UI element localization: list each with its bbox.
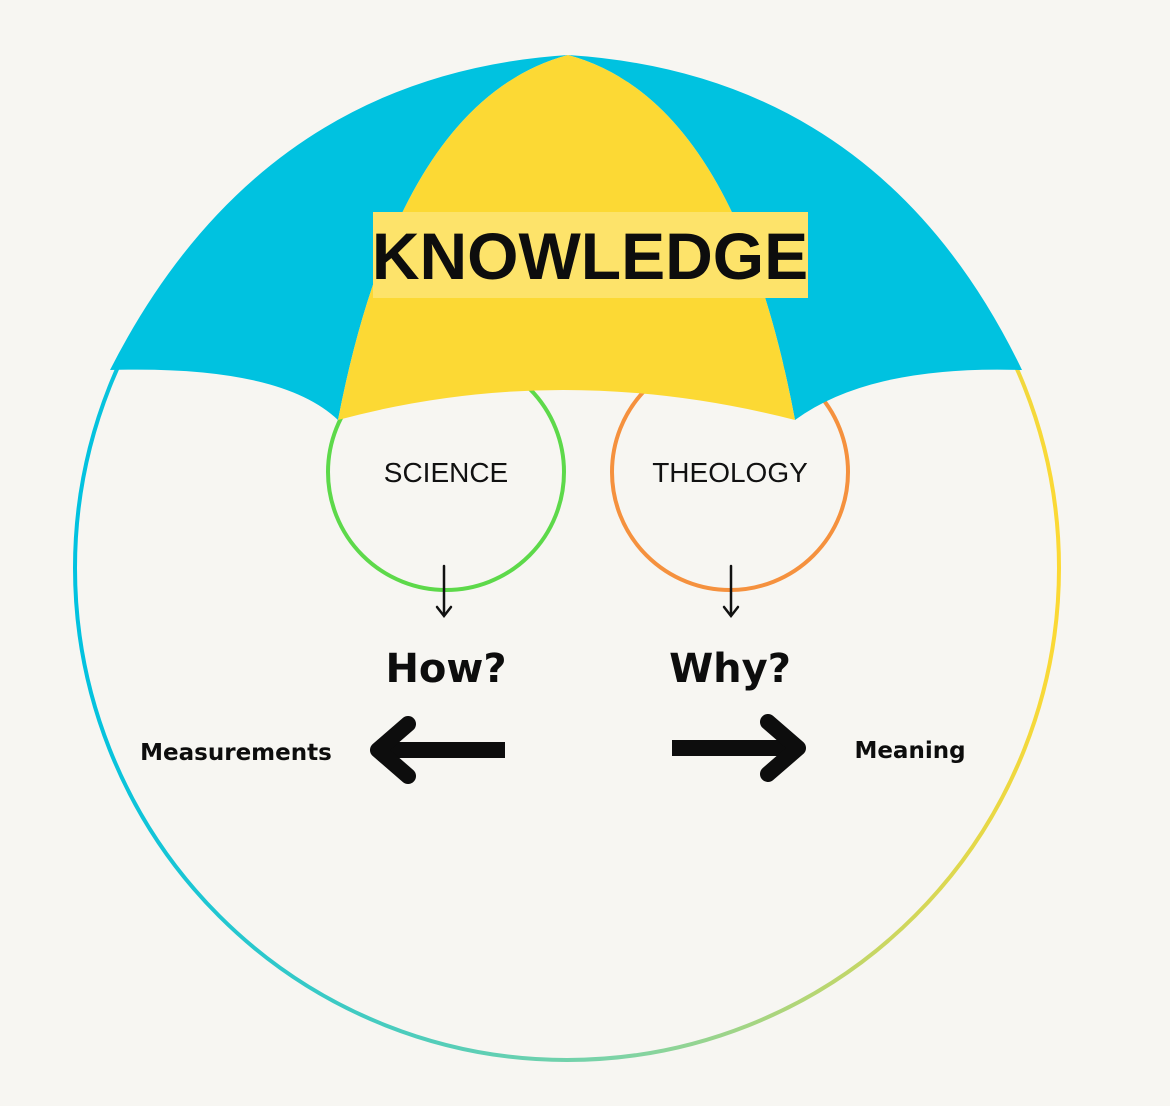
theology-outcome: Meaning [854,738,965,764]
theology-question: Why? [669,646,791,692]
theology-label: THEOLOGY [652,457,808,488]
down-arrow-icon [435,564,453,619]
umbrella-left-panel [110,55,568,420]
title: KNOWLEDGE [372,219,808,293]
down-arrow-icon [722,564,740,619]
right-arrow-icon [672,714,806,782]
science-label: SCIENCE [384,457,508,488]
left-arrow-icon [370,716,505,784]
title-highlight [373,212,808,298]
science-outcome: Measurements [140,740,332,766]
science-question: How? [385,646,506,692]
